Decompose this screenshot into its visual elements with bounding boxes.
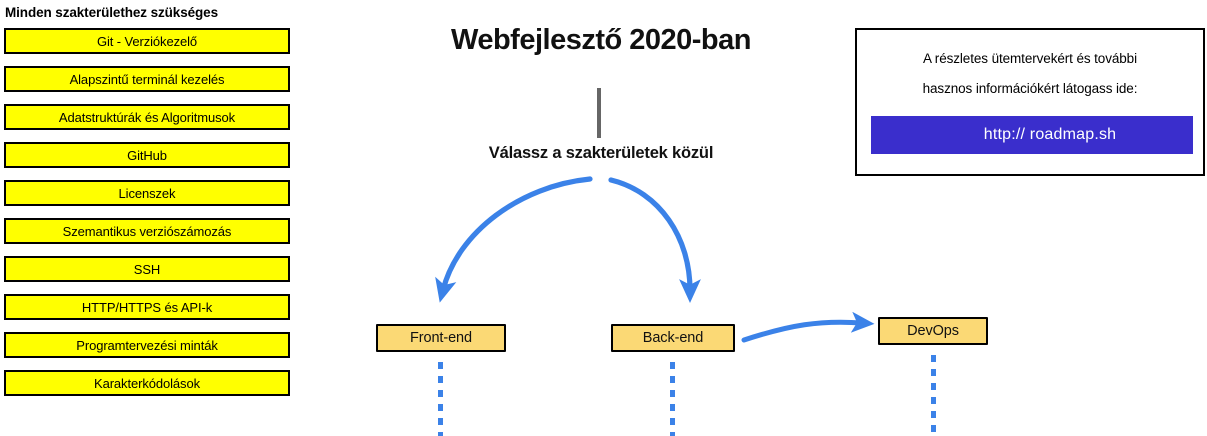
skill-item-label: Adatstruktúrák és Algoritmusok (58, 109, 236, 125)
dotted-connector-frontend (438, 362, 443, 436)
node-label: DevOps (907, 323, 959, 339)
skill-item-label: HTTP/HTTPS és API-k (81, 299, 213, 315)
dotted-connector-backend (670, 362, 675, 436)
skill-item-label: Szemantikus verziószámozás (62, 223, 232, 239)
skill-item-character-encodings[interactable]: Karakterkódolások (4, 370, 290, 396)
skill-item-semantic-versioning[interactable]: Szemantikus verziószámozás (4, 218, 290, 244)
arrow-root-to-backend (608, 177, 701, 303)
skill-item-label: SSH (133, 261, 161, 277)
skill-item-label: GitHub (127, 147, 167, 163)
skill-item-label: Programtervezési minták (76, 337, 218, 353)
arrow-root-to-frontend (435, 176, 593, 303)
roadmap-link-label: http:// roadmap.sh (983, 126, 1117, 143)
dotted-connector-devops (931, 355, 936, 436)
skill-item-terminal[interactable]: Alapszintű terminál kezelés (4, 66, 290, 92)
skill-item-data-structures[interactable]: Adatstruktúrák és Algoritmusok (4, 104, 290, 130)
skill-item-label: Git - Verziókezelő (96, 33, 198, 49)
node-backend[interactable]: Back-end (611, 324, 735, 352)
info-card-line-1: A részletes ütemtervekért és további (922, 51, 1137, 66)
arrow-backend-to-devops (741, 311, 875, 343)
root-stem-line (597, 88, 601, 138)
page-title: Webfejlesztő 2020-ban (450, 24, 752, 56)
skill-item-ssh[interactable]: SSH (4, 256, 290, 282)
node-label: Front-end (410, 330, 472, 346)
roadmap-link-button[interactable]: http:// roadmap.sh (871, 116, 1193, 154)
skill-item-label: Karakterkódolások (94, 375, 200, 391)
skill-item-licenses[interactable]: Licenszek (4, 180, 290, 206)
required-skills-list: Git - Verziókezelő Alapszintű terminál k… (4, 28, 290, 396)
skill-item-git[interactable]: Git - Verziókezelő (4, 28, 290, 54)
skill-item-label: Alapszintű terminál kezelés (69, 71, 225, 87)
required-skills-panel: Minden szakterülethez szükséges Git - Ve… (4, 0, 290, 408)
skill-item-design-patterns[interactable]: Programtervezési minták (4, 332, 290, 358)
skill-item-label: Licenszek (118, 185, 176, 201)
info-card-line-2: hasznos információkért látogass ide: (922, 81, 1138, 96)
info-card: A részletes ütemtervekért és további has… (855, 28, 1205, 176)
diagram-subtitle: Válassz a szakterületek közül (488, 144, 714, 162)
node-devops[interactable]: DevOps (878, 317, 988, 345)
node-label: Back-end (642, 330, 704, 346)
skill-item-http-apis[interactable]: HTTP/HTTPS és API-k (4, 294, 290, 320)
skill-item-github[interactable]: GitHub (4, 142, 290, 168)
required-skills-heading: Minden szakterülethez szükséges (5, 5, 218, 20)
node-frontend[interactable]: Front-end (376, 324, 506, 352)
